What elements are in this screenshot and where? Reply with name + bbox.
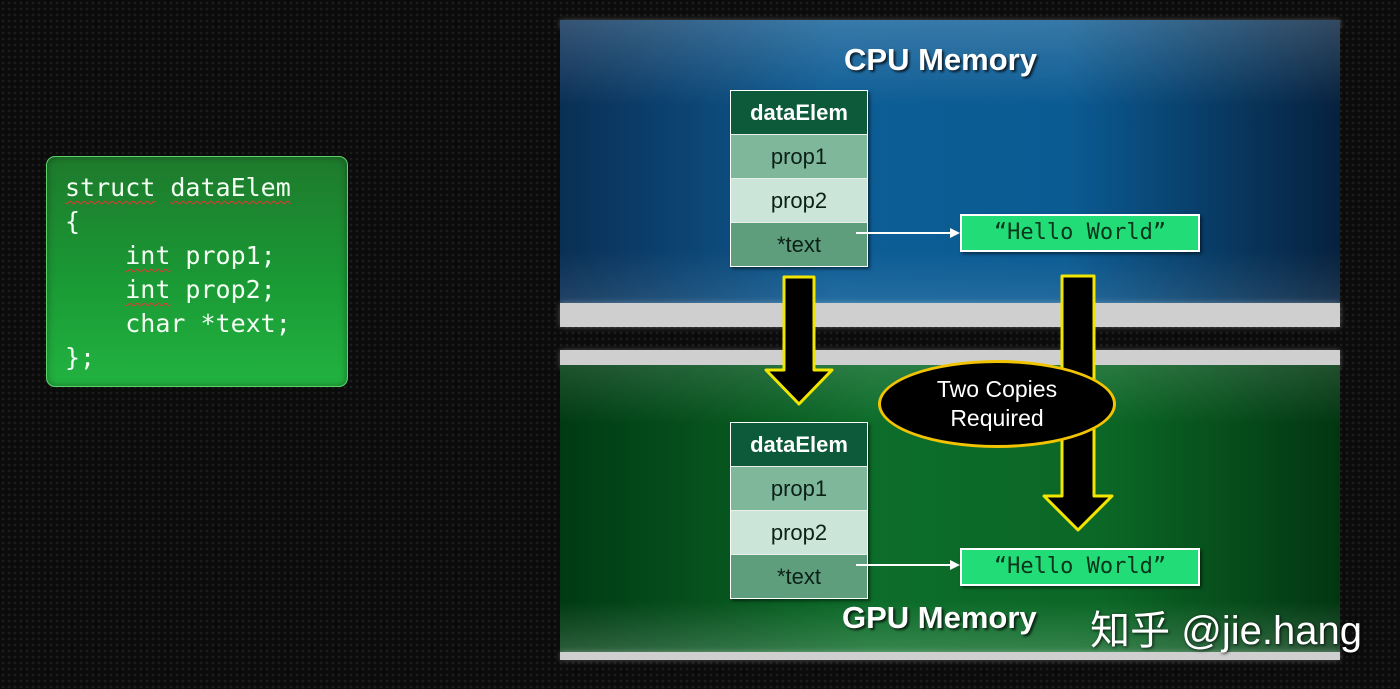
cpu-memory-panel (560, 20, 1340, 307)
zhihu-watermark: 知乎 @jie.hang (1090, 609, 1362, 653)
separator-band-upper (560, 303, 1340, 327)
gpu-field-prop1: prop1 (731, 467, 867, 511)
code-close-brace: }; (65, 343, 96, 372)
gpu-field-prop2: prop2 (731, 511, 867, 555)
struct-copy-arrow (764, 275, 834, 406)
code-int-keyword-1: int (125, 241, 171, 270)
code-field-prop1: prop1; (170, 241, 276, 270)
code-struct-keyword: struct (65, 173, 156, 202)
cpu-memory-title: CPU Memory (844, 42, 1037, 77)
gpu-memory-panel (560, 365, 1340, 660)
gpu-hello-world-string: “Hello World” (960, 548, 1200, 586)
two-copies-required-callout: Two Copies Required (878, 360, 1116, 448)
code-open-brace: { (65, 207, 81, 236)
bottom-border-band (560, 652, 1340, 660)
cpu-field-prop2: prop2 (731, 179, 867, 223)
code-field-text: char *text; (125, 309, 291, 338)
cpu-struct-header: dataElem (731, 91, 867, 135)
code-int-keyword-2: int (125, 275, 171, 304)
cpu-field-prop1: prop1 (731, 135, 867, 179)
diagram-arrows (764, 228, 1114, 570)
callout-line-1: Two Copies (936, 376, 1058, 402)
gpu-memory-title: GPU Memory (842, 600, 1037, 635)
callout-line-2: Required (950, 405, 1044, 431)
struct-code-box: struct dataElem { int prop1; int prop2; … (46, 156, 348, 387)
memory-diagram: CPU Memory GPU Memory dataElem prop1 pro… (560, 20, 1340, 660)
code-struct-name: dataElem (170, 173, 291, 202)
separator-band-lower (560, 350, 1340, 368)
gpu-dataelem-struct: dataElem prop1 prop2 *text (730, 422, 868, 599)
code-field-prop2: prop2; (170, 275, 276, 304)
cpu-hello-world-string: “Hello World” (960, 214, 1200, 252)
cpu-dataelem-struct: dataElem prop1 prop2 *text (730, 90, 868, 267)
gpu-field-text-pointer: *text (731, 555, 867, 598)
struct-code: struct dataElem { int prop1; int prop2; … (65, 171, 291, 375)
cpu-field-text-pointer: *text (731, 223, 867, 266)
gpu-struct-header: dataElem (731, 423, 867, 467)
